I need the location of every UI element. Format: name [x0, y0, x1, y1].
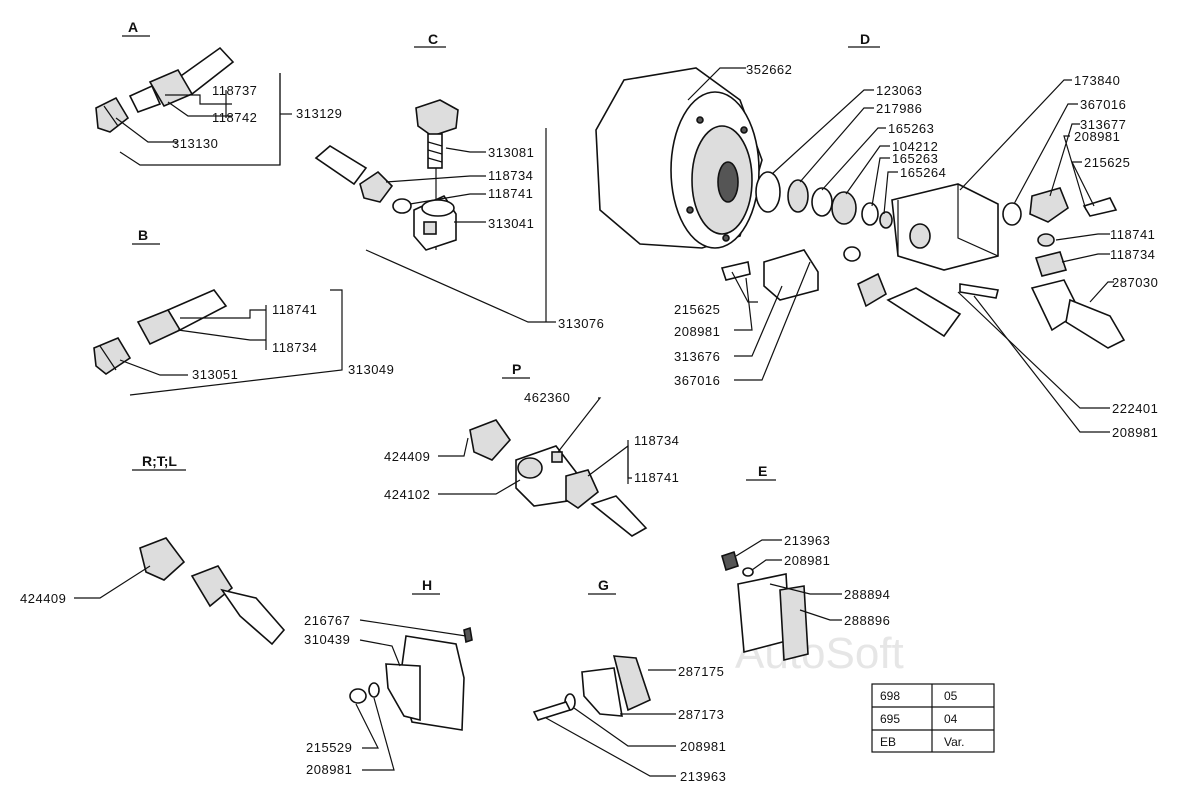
- part-118741-p: 118741: [634, 470, 679, 485]
- group-g: G 287175 287173 208981 213963: [532, 577, 726, 784]
- section-c-label: C: [428, 31, 438, 47]
- part-208981-d1: 208981: [1074, 129, 1120, 144]
- section-d-label: D: [860, 31, 870, 47]
- section-b-label: B: [138, 227, 148, 243]
- part-118734-c: 118734: [488, 168, 533, 183]
- section-e-label: E: [758, 463, 767, 479]
- part-208981-h: 208981: [306, 762, 352, 777]
- part-208981-d3: 208981: [1112, 425, 1158, 440]
- part-424409-p: 424409: [384, 449, 430, 464]
- group-h: H 216767 310439 215529 208981: [304, 577, 473, 777]
- group-e: E 213963 208981 288894 288896: [721, 463, 890, 662]
- section-g-label: G: [598, 577, 609, 593]
- part-313130: 313130: [172, 136, 218, 151]
- part-288894: 288894: [844, 587, 890, 602]
- part-208981-g: 208981: [680, 739, 726, 754]
- part-367016-d2: 367016: [674, 373, 720, 388]
- section-h-label: H: [422, 577, 432, 593]
- part-313129: 313129: [296, 106, 342, 121]
- group-p: P 462360 424409 424102 118734 118741: [384, 361, 679, 537]
- part-123063: 123063: [876, 83, 922, 98]
- part-287030: 287030: [1112, 275, 1158, 290]
- part-313677: 313677: [1080, 117, 1126, 132]
- version-table: 698 05 695 04 EB Var.: [871, 683, 995, 753]
- group-a: A 118737 118742 313129 313130: [95, 19, 342, 166]
- part-165263b: 165263: [892, 151, 938, 166]
- part-213963-e: 213963: [784, 533, 830, 548]
- table-cell: 698: [880, 689, 900, 703]
- part-367016: 367016: [1080, 97, 1126, 112]
- part-310439: 310439: [304, 632, 350, 647]
- part-118734-b: 118734: [272, 340, 317, 355]
- part-222401: 222401: [1112, 401, 1158, 416]
- table-cell: 05: [944, 689, 958, 703]
- table-cell: Var.: [944, 735, 964, 749]
- section-rtl-label: R;T;L: [142, 453, 177, 469]
- part-104212: 104212: [892, 139, 938, 154]
- table-cell: 695: [880, 712, 900, 726]
- part-352662: 352662: [746, 62, 792, 77]
- part-217986: 217986: [876, 101, 922, 116]
- part-424409-rtl: 424409: [20, 591, 66, 606]
- part-216767: 216767: [304, 613, 350, 628]
- part-313041: 313041: [488, 216, 534, 231]
- part-118741-d: 118741: [1110, 227, 1155, 242]
- part-173840: 173840: [1074, 73, 1120, 88]
- part-118734-p: 118734: [634, 433, 679, 448]
- part-288896: 288896: [844, 613, 890, 628]
- part-165263: 165263: [888, 121, 934, 136]
- part-165264: 165264: [900, 165, 946, 180]
- part-424102: 424102: [384, 487, 430, 502]
- part-215625-d1: 215625: [1084, 155, 1130, 170]
- part-313081: 313081: [488, 145, 534, 160]
- section-p-label: P: [512, 361, 521, 377]
- group-rtl: R;T;L 424409: [20, 453, 286, 646]
- part-313051: 313051: [192, 367, 238, 382]
- part-208981-e: 208981: [784, 553, 830, 568]
- group-c: C 313081 118734 118741 313041 313076: [314, 31, 604, 331]
- part-313676: 313676: [674, 349, 720, 364]
- part-118734-d: 118734: [1110, 247, 1155, 262]
- part-287173: 287173: [678, 707, 724, 722]
- part-313076: 313076: [558, 316, 604, 331]
- part-313049: 313049: [348, 362, 394, 377]
- part-287175: 287175: [678, 664, 724, 679]
- part-208981-d2: 208981: [674, 324, 720, 339]
- part-118741-b: 118741: [272, 302, 317, 317]
- part-215625-d2: 215625: [674, 302, 720, 317]
- part-118742: 118742: [212, 110, 257, 125]
- part-462360: 462360: [524, 390, 570, 405]
- section-a-label: A: [128, 19, 138, 35]
- group-b: B 118741 118734 313051 313049: [93, 227, 394, 396]
- group-d: D: [595, 31, 1158, 440]
- part-118741-c: 118741: [488, 186, 533, 201]
- part-213963-g: 213963: [680, 769, 726, 784]
- part-215529: 215529: [306, 740, 352, 755]
- table-cell: 04: [944, 712, 958, 726]
- table-cell: EB: [880, 735, 896, 749]
- part-118737: 118737: [212, 83, 257, 98]
